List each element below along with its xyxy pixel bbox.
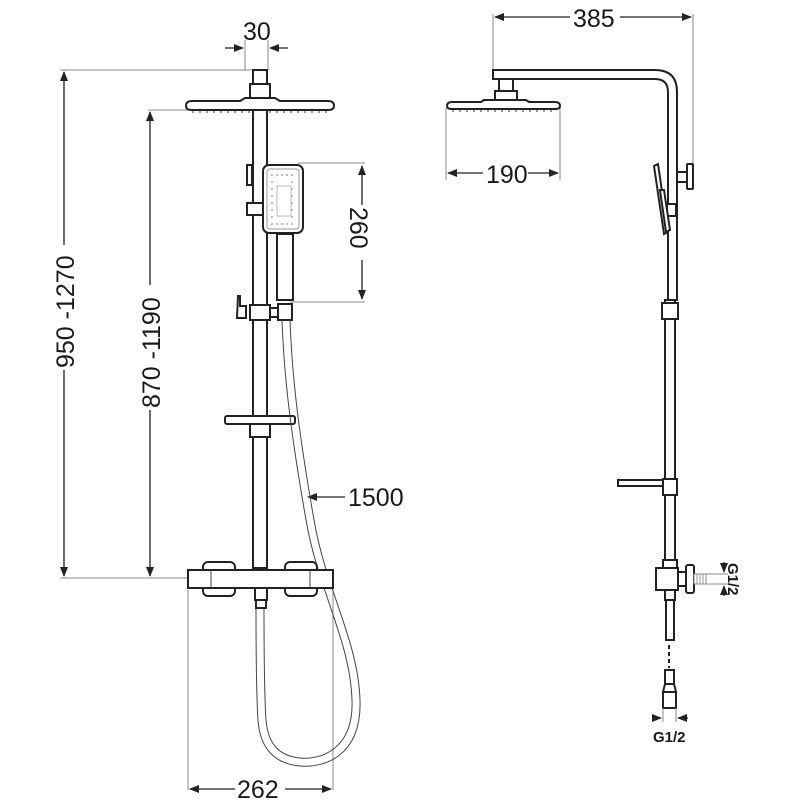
inlet-thread-top-label: G1/2 [724, 563, 741, 596]
side-soap-dish [617, 479, 665, 487]
side-mixer-body [655, 567, 679, 591]
side-riser-pipe [664, 299, 676, 571]
arm-reach-label: 385 [573, 5, 615, 33]
hand-shower-head [262, 164, 304, 234]
hose-end-fitting [664, 669, 675, 685]
side-slider-clamp [661, 302, 679, 320]
hand-shower-length-label: 260 [344, 207, 372, 249]
thermostatic-mixer-body [187, 569, 334, 589]
slider-clamp [249, 304, 271, 321]
head-diameter-label: 190 [486, 161, 528, 189]
head-nut [249, 83, 271, 99]
front-view: 950 -1270 870 -1190 30 260 1500 262 [52, 18, 404, 800]
rain-shower-head [184, 97, 336, 111]
side-mixer-flange [685, 564, 695, 594]
arm-connector [252, 69, 268, 85]
rail-height-label: 870 -1190 [138, 297, 166, 408]
side-rain-shower-head [445, 99, 562, 110]
hose-length-label: 1500 [348, 484, 404, 512]
hand-shower-handle [276, 233, 294, 301]
total-height-label: 950 -1270 [52, 255, 80, 368]
slider-lever [235, 295, 247, 319]
arm-width-label: 30 [243, 18, 271, 46]
wall-bracket-arm [676, 171, 688, 183]
soap-dish [224, 415, 296, 425]
inlet-thread-bottom-label: G1/2 [653, 729, 686, 746]
mixer-width-label: 262 [237, 776, 279, 800]
side-view: 385 190 [445, 5, 741, 746]
hand-shower-holder [277, 303, 293, 321]
wall-bracket-plate [686, 163, 694, 190]
